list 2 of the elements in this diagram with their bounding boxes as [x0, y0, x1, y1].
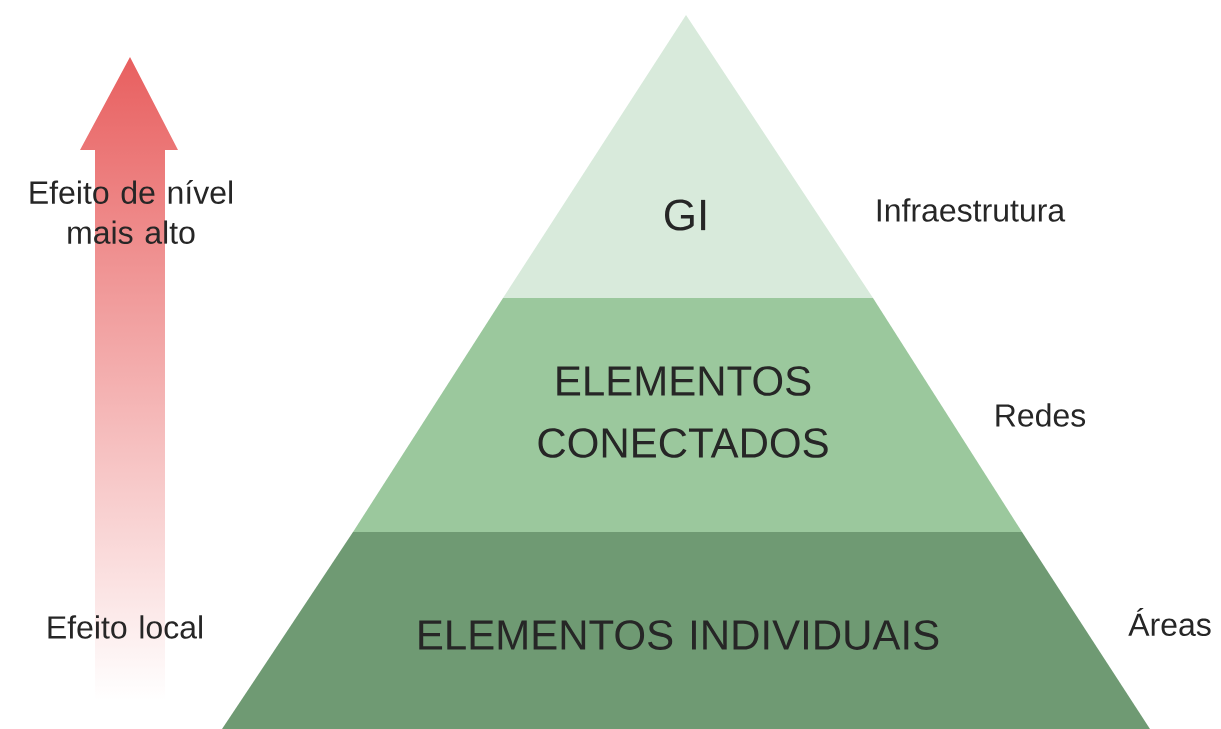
side-label: Infraestrutura [877, 198, 1066, 222]
pyramid-level: GI [503, 15, 873, 298]
